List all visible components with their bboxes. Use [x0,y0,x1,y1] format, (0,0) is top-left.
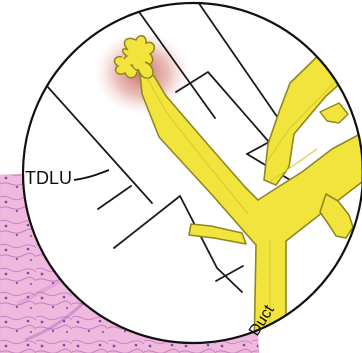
tdlu-label: TDLU [25,168,72,188]
